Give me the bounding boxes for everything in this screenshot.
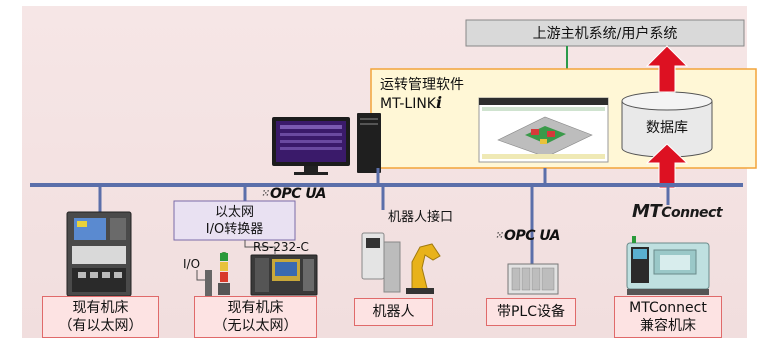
software-product-name: MT-LINK bbox=[380, 96, 436, 112]
software-product-suffix: i bbox=[435, 93, 443, 112]
converter-box bbox=[173, 200, 296, 241]
software-screenshot bbox=[478, 97, 609, 163]
device-label-plc: 带PLC设备 bbox=[486, 298, 576, 326]
converter-link bbox=[244, 240, 276, 254]
cnc-no-ethernet-icon bbox=[250, 254, 318, 296]
opc-dots-icon: ⁙ bbox=[496, 231, 504, 241]
database-label: 数据库 bbox=[646, 120, 688, 136]
io-label: I/O bbox=[183, 257, 201, 271]
device-label-line: 现有机床 bbox=[227, 300, 284, 316]
opc-ua-logo-top: ⁙OPC UA bbox=[262, 186, 326, 202]
upstream-system-label: 上游主机系统/用户系统 bbox=[532, 26, 678, 42]
converter-line2: I/O转换器 bbox=[205, 221, 264, 237]
device-label-line: 现有机床 bbox=[72, 300, 129, 316]
robot-icon bbox=[361, 232, 441, 294]
upstream-box bbox=[465, 19, 745, 47]
mtconnect-logo: MTConnect bbox=[632, 201, 723, 222]
opc-dots-icon: ⁙ bbox=[262, 189, 270, 199]
converter-line1: 以太网 bbox=[214, 204, 254, 220]
device-label-line: MTConnect bbox=[629, 300, 707, 316]
device-label-line: （无以太网） bbox=[213, 318, 298, 334]
monitor-pc-icon bbox=[272, 113, 381, 175]
device-label-line: 兼容机床 bbox=[640, 318, 696, 334]
opc-ua-logo-plc: ⁙OPC UA bbox=[496, 228, 560, 244]
signal-tower-icon bbox=[196, 252, 230, 296]
plc-icon bbox=[507, 263, 559, 295]
device-label-cnc-no-ethernet: 现有机床 （无以太网） bbox=[194, 296, 317, 338]
connectors bbox=[98, 168, 670, 264]
opc-ua-text-plc: OPC UA bbox=[504, 228, 560, 244]
mtconnect-machine-icon bbox=[626, 236, 710, 295]
opc-ua-text-top: OPC UA bbox=[270, 186, 326, 202]
arrow-db-to-upstream bbox=[645, 45, 689, 93]
device-label-line: 机器人 bbox=[372, 304, 415, 320]
device-label-line: 带PLC设备 bbox=[496, 304, 566, 320]
mtconnect-logo-rest: Connect bbox=[661, 205, 723, 221]
converter-label: 以太网 I/O转换器 bbox=[174, 201, 295, 240]
software-product: MT-LINKi bbox=[380, 93, 442, 112]
device-label-line: （有以太网） bbox=[58, 318, 143, 334]
robot-interface-label: 机器人接口 bbox=[388, 210, 454, 225]
software-title: 运转管理软件 bbox=[380, 77, 464, 93]
rs232-label: RS-232-C bbox=[253, 240, 309, 254]
device-label-robot: 机器人 bbox=[354, 298, 433, 326]
cnc-ethernet-icon bbox=[66, 211, 132, 297]
device-label-mtconnect: MTConnect 兼容机床 bbox=[614, 296, 722, 338]
device-label-cnc-ethernet: 现有机床 （有以太网） bbox=[42, 296, 159, 338]
mtconnect-logo-mt: MT bbox=[632, 201, 662, 222]
database-cylinder bbox=[621, 91, 713, 158]
